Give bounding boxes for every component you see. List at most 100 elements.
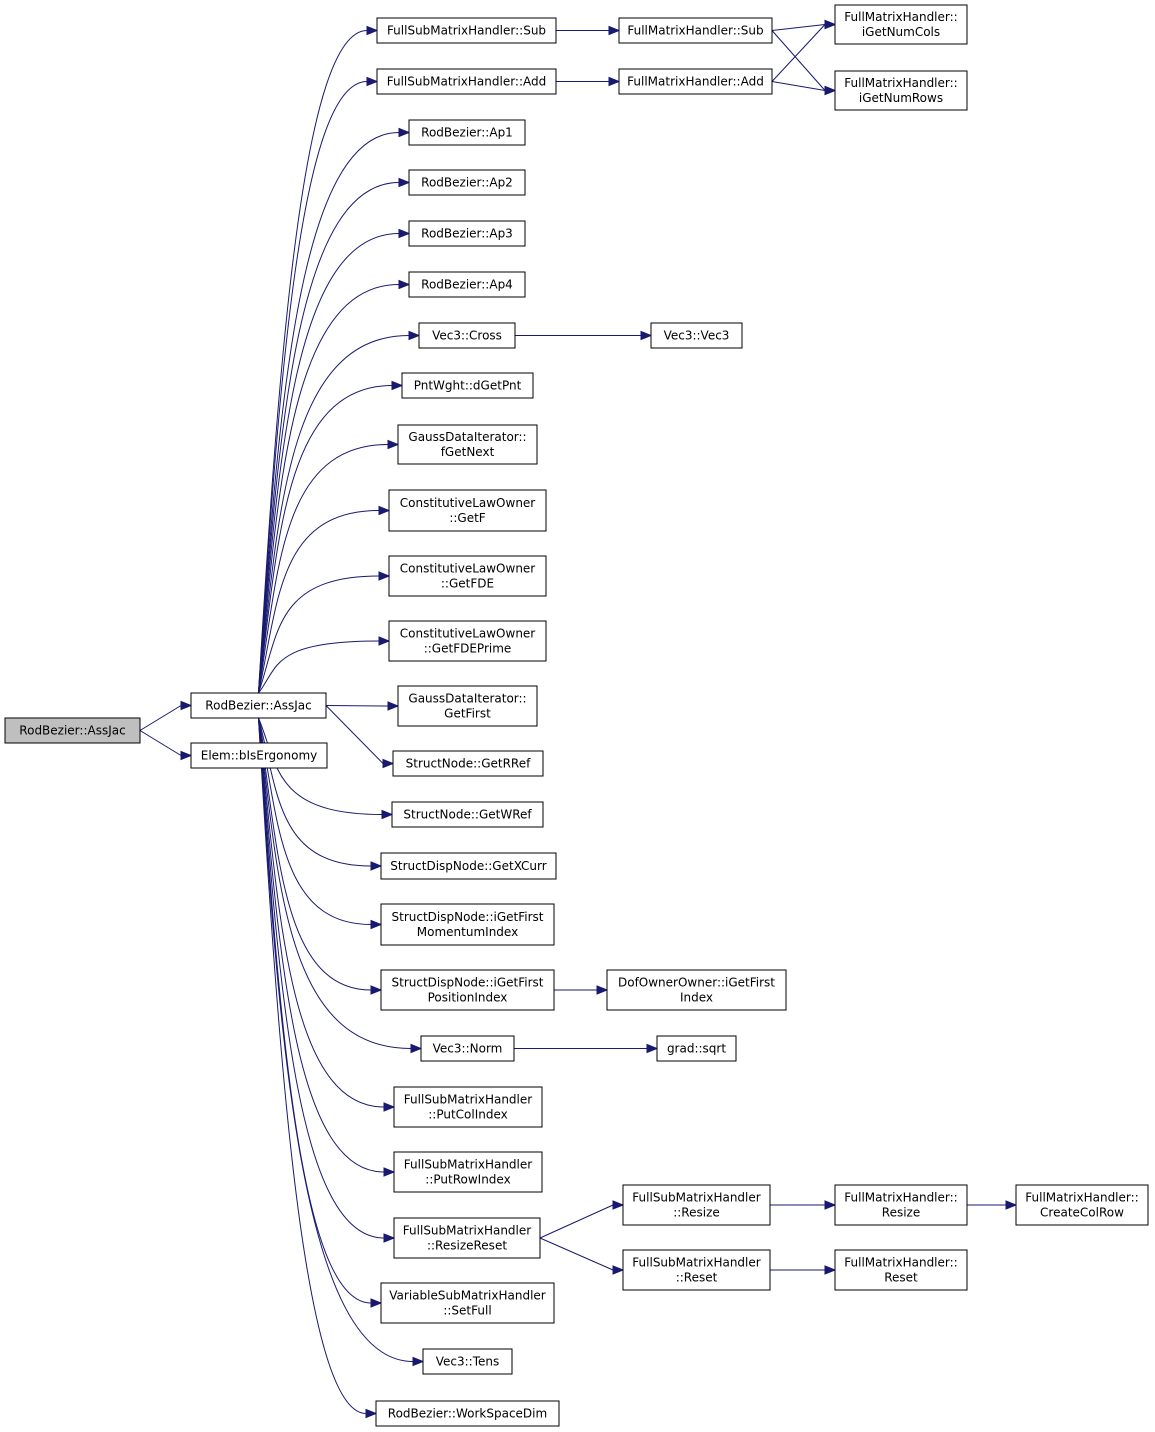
- node-box[interactable]: [4, 717, 141, 744]
- node-box[interactable]: [375, 1400, 560, 1427]
- node-box[interactable]: [650, 322, 743, 349]
- arrowhead-icon: [370, 985, 383, 995]
- node-label: RodBezier::Ap4: [421, 278, 513, 292]
- arrowhead-icon: [408, 330, 421, 341]
- graph-node-norm[interactable]: Vec3::Norm: [420, 1035, 515, 1062]
- node-label: MomentumIndex: [417, 925, 518, 939]
- graph-node-getf[interactable]: ConstitutiveLawOwner::GetF: [388, 489, 547, 532]
- node-box[interactable]: [622, 1249, 771, 1291]
- graph-node-putcolindex[interactable]: FullSubMatrixHandler::PutColIndex: [393, 1086, 543, 1128]
- graph-node-getfde[interactable]: ConstitutiveLawOwner::GetFDE: [388, 555, 547, 597]
- graph-node-fsmhreset[interactable]: FullSubMatrixHandler::Reset: [622, 1249, 771, 1291]
- node-label: FullMatrixHandler::Sub: [627, 24, 763, 38]
- graph-node-resizereset[interactable]: FullSubMatrixHandler::ResizeReset: [393, 1217, 541, 1259]
- node-box[interactable]: [190, 742, 328, 769]
- node-box[interactable]: [408, 169, 526, 196]
- node-box[interactable]: [834, 1184, 968, 1226]
- graph-node-getxcurr[interactable]: StructDispNode::GetXCurr: [380, 852, 557, 880]
- node-box[interactable]: [408, 220, 526, 247]
- node-box[interactable]: [408, 271, 526, 298]
- graph-node-tens[interactable]: Vec3::Tens: [422, 1348, 513, 1375]
- graph-node-bisergo[interactable]: Elem::bIsErgonomy: [190, 742, 328, 769]
- graph-node-vec3ctor[interactable]: Vec3::Vec3: [650, 322, 743, 349]
- graph-node-putrowindex[interactable]: FullSubMatrixHandler::PutRowIndex: [393, 1151, 543, 1193]
- node-label: FullSubMatrixHandler: [632, 1191, 760, 1205]
- edge-line: [258, 717, 414, 1362]
- graph-node-igetnumcols[interactable]: FullMatrixHandler::iGetNumCols: [834, 4, 968, 45]
- node-box[interactable]: [392, 750, 544, 777]
- arrowhead-icon: [382, 758, 395, 769]
- call-edge-assjac2-to-ap4: [258, 279, 411, 694]
- graph-node-setfull[interactable]: VariableSubMatrixHandler::SetFull: [380, 1282, 555, 1324]
- node-box[interactable]: [393, 1217, 541, 1259]
- node-box[interactable]: [606, 969, 787, 1011]
- node-box[interactable]: [393, 1151, 543, 1193]
- graph-node-sqrt[interactable]: grad::sqrt: [656, 1035, 737, 1062]
- node-box[interactable]: [422, 1348, 513, 1375]
- node-box[interactable]: [401, 372, 534, 399]
- node-box[interactable]: [380, 1282, 555, 1324]
- node-box[interactable]: [391, 801, 544, 828]
- node-box[interactable]: [618, 17, 773, 44]
- node-box[interactable]: [834, 4, 968, 45]
- graph-node-workspacedim[interactable]: RodBezier::WorkSpaceDim: [375, 1400, 560, 1427]
- node-box[interactable]: [380, 969, 555, 1011]
- node-box[interactable]: [376, 68, 557, 95]
- graph-node-fmhresize[interactable]: FullMatrixHandler::Resize: [834, 1184, 968, 1226]
- graph-node-getrref[interactable]: StructNode::GetRRef: [392, 750, 544, 777]
- graph-node-fmhsub[interactable]: FullMatrixHandler::Sub: [618, 17, 773, 44]
- node-box[interactable]: [622, 1184, 771, 1226]
- node-box[interactable]: [388, 555, 547, 597]
- node-label: GaussDataIterator::: [408, 692, 526, 706]
- edge-line: [771, 24, 826, 31]
- node-box[interactable]: [420, 1035, 515, 1062]
- graph-node-createcolrow[interactable]: FullMatrixHandler::CreateColRow: [1015, 1184, 1149, 1226]
- graph-node-assjac2[interactable]: RodBezier::AssJac: [190, 692, 327, 719]
- graph-node-dgetpnt[interactable]: PntWght::dGetPnt: [401, 372, 534, 399]
- node-label: FullSubMatrixHandler: [632, 1256, 760, 1270]
- node-box[interactable]: [397, 424, 538, 465]
- graph-node-ap2[interactable]: RodBezier::Ap2: [408, 169, 526, 196]
- graph-node-ap3[interactable]: RodBezier::Ap3: [408, 220, 526, 247]
- graph-node-root[interactable]: RodBezier::AssJac: [4, 717, 141, 744]
- node-box[interactable]: [1015, 1184, 1149, 1226]
- node-label: RodBezier::Ap1: [421, 126, 513, 140]
- node-box[interactable]: [656, 1035, 737, 1062]
- graph-node-igetnumrows[interactable]: FullMatrixHandler::iGetNumRows: [834, 70, 968, 111]
- graph-node-fmhreset[interactable]: FullMatrixHandler::Reset: [834, 1249, 968, 1291]
- node-box[interactable]: [380, 852, 557, 880]
- graph-node-getfdeprime[interactable]: ConstitutiveLawOwner::GetFDEPrime: [388, 620, 547, 662]
- node-box[interactable]: [388, 489, 547, 532]
- node-label: FullMatrixHandler::: [844, 10, 957, 24]
- graph-node-ap4[interactable]: RodBezier::Ap4: [408, 271, 526, 298]
- graph-node-getwref[interactable]: StructNode::GetWRef: [391, 801, 544, 828]
- graph-node-fsmhadd[interactable]: FullSubMatrixHandler::Add: [376, 68, 557, 95]
- node-box[interactable]: [190, 692, 327, 719]
- node-box[interactable]: [834, 70, 968, 111]
- graph-node-ap1[interactable]: RodBezier::Ap1: [408, 119, 526, 146]
- node-box[interactable]: [397, 685, 538, 727]
- node-box[interactable]: [834, 1249, 968, 1291]
- node-box[interactable]: [408, 119, 526, 146]
- graph-node-fmhadd[interactable]: FullMatrixHandler::Add: [618, 68, 773, 95]
- node-box[interactable]: [376, 17, 557, 44]
- node-box[interactable]: [618, 68, 773, 95]
- node-box[interactable]: [418, 322, 516, 349]
- graph-node-cross[interactable]: Vec3::Cross: [418, 322, 516, 349]
- graph-node-fgetnext[interactable]: GaussDataIterator::fGetNext: [397, 424, 538, 465]
- node-label: VariableSubMatrixHandler: [389, 1289, 546, 1303]
- edge-line: [771, 30, 826, 91]
- node-label: Vec3::Tens: [436, 1355, 500, 1369]
- graph-node-getfirst[interactable]: GaussDataIterator::GetFirst: [397, 685, 538, 727]
- edge-line: [258, 284, 400, 694]
- node-box[interactable]: [388, 620, 547, 662]
- node-box[interactable]: [380, 903, 555, 946]
- edge-line: [771, 81, 826, 91]
- arrowhead-icon: [646, 1043, 659, 1054]
- graph-node-fsmhresize[interactable]: FullSubMatrixHandler::Resize: [622, 1184, 771, 1226]
- node-box[interactable]: [393, 1086, 543, 1128]
- graph-node-fsmhsub[interactable]: FullSubMatrixHandler::Sub: [376, 17, 557, 44]
